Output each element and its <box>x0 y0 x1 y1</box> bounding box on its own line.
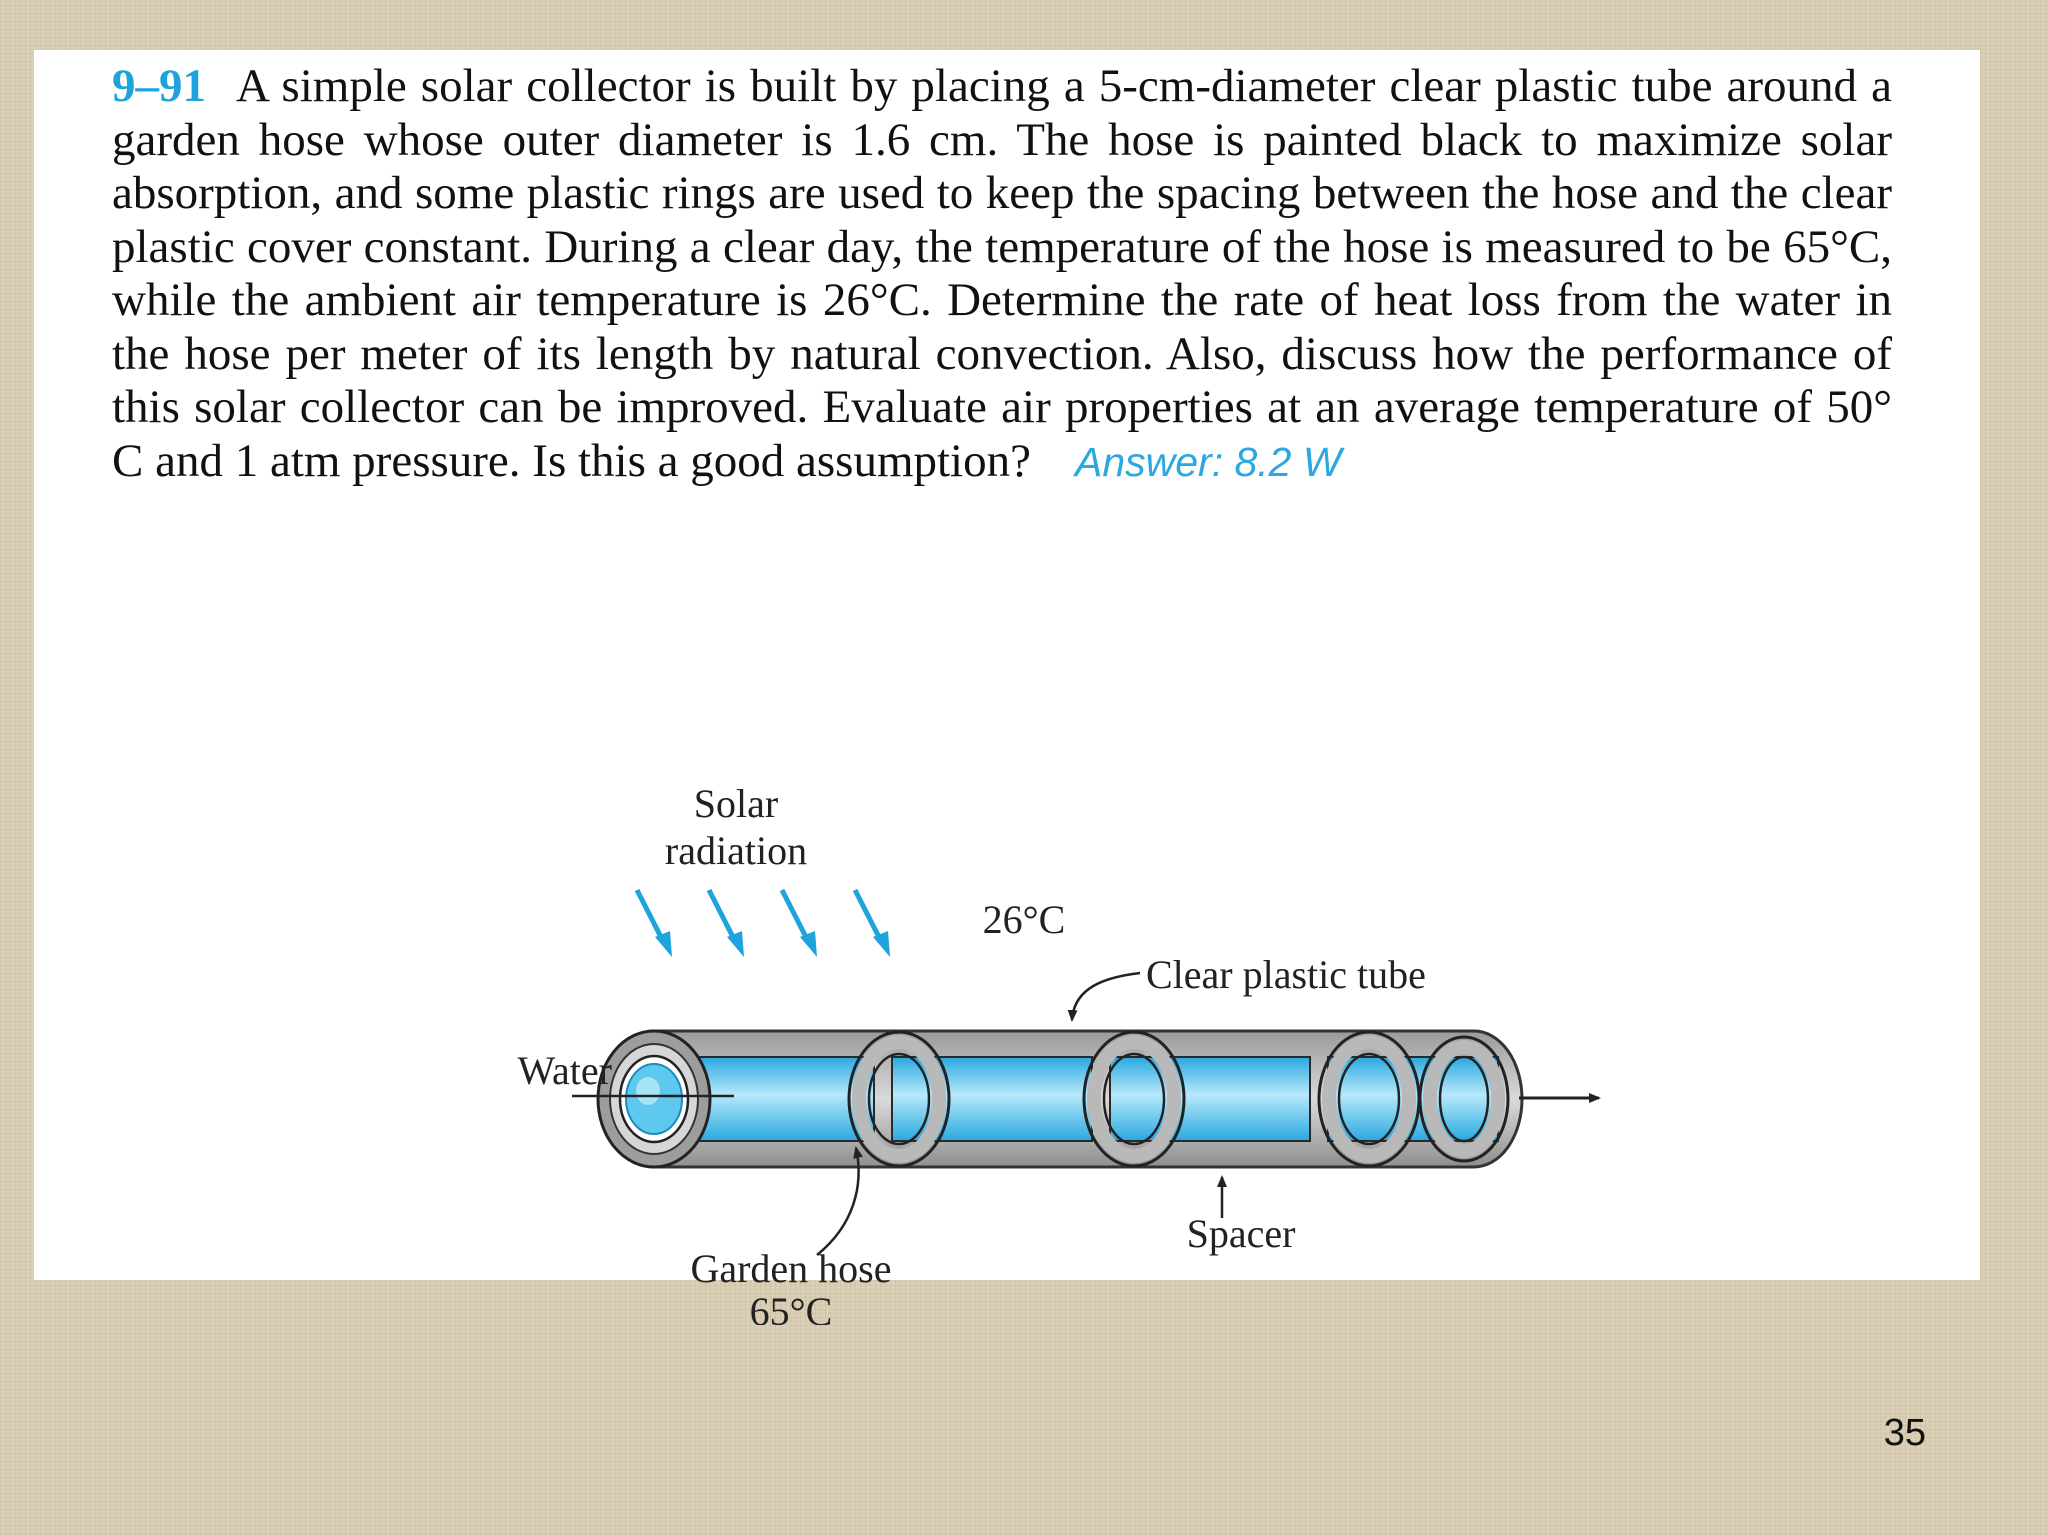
water-label: Water <box>518 1048 613 1093</box>
solar-label-line1: Solar <box>694 781 778 826</box>
clear-tube-leader <box>1067 971 1141 1022</box>
problem-text: A simple solar collector is built by pla… <box>112 60 1892 487</box>
spacer-ring <box>1418 1035 1510 1163</box>
garden-hose-leader <box>816 1146 863 1256</box>
slide-page-number: 35 <box>1883 1412 1926 1454</box>
spacer-ring <box>847 1030 951 1168</box>
solar-label-line2: radiation <box>665 828 807 873</box>
sun-ray-arrow <box>706 888 744 957</box>
garden-hose-temperature: 65°C <box>750 1289 833 1325</box>
sun-ray-arrow <box>852 888 890 957</box>
garden-hose <box>658 1056 1499 1142</box>
sun-ray-arrow <box>634 888 672 957</box>
spacer-label: Spacer <box>1187 1211 1296 1256</box>
clear-tube-label: Clear plastic tube <box>1146 952 1426 997</box>
spacer-ring <box>1082 1030 1186 1168</box>
garden-hose-label: Garden hose <box>690 1246 891 1291</box>
answer-text: Answer: 8.2 W <box>1074 438 1342 485</box>
tube-end-cross-section <box>596 1029 712 1169</box>
spacer-rings <box>847 1030 1510 1168</box>
ambient-temperature-label: 26°C <box>983 897 1066 942</box>
sun-ray-arrow <box>779 888 817 957</box>
solar-collector-diagram: Solar radiation <box>518 781 1601 1325</box>
problem-number: 9–91 <box>112 60 206 112</box>
solar-radiation-arrows <box>634 888 890 957</box>
solar-collector-figure: Solar radiation <box>434 715 1684 1325</box>
